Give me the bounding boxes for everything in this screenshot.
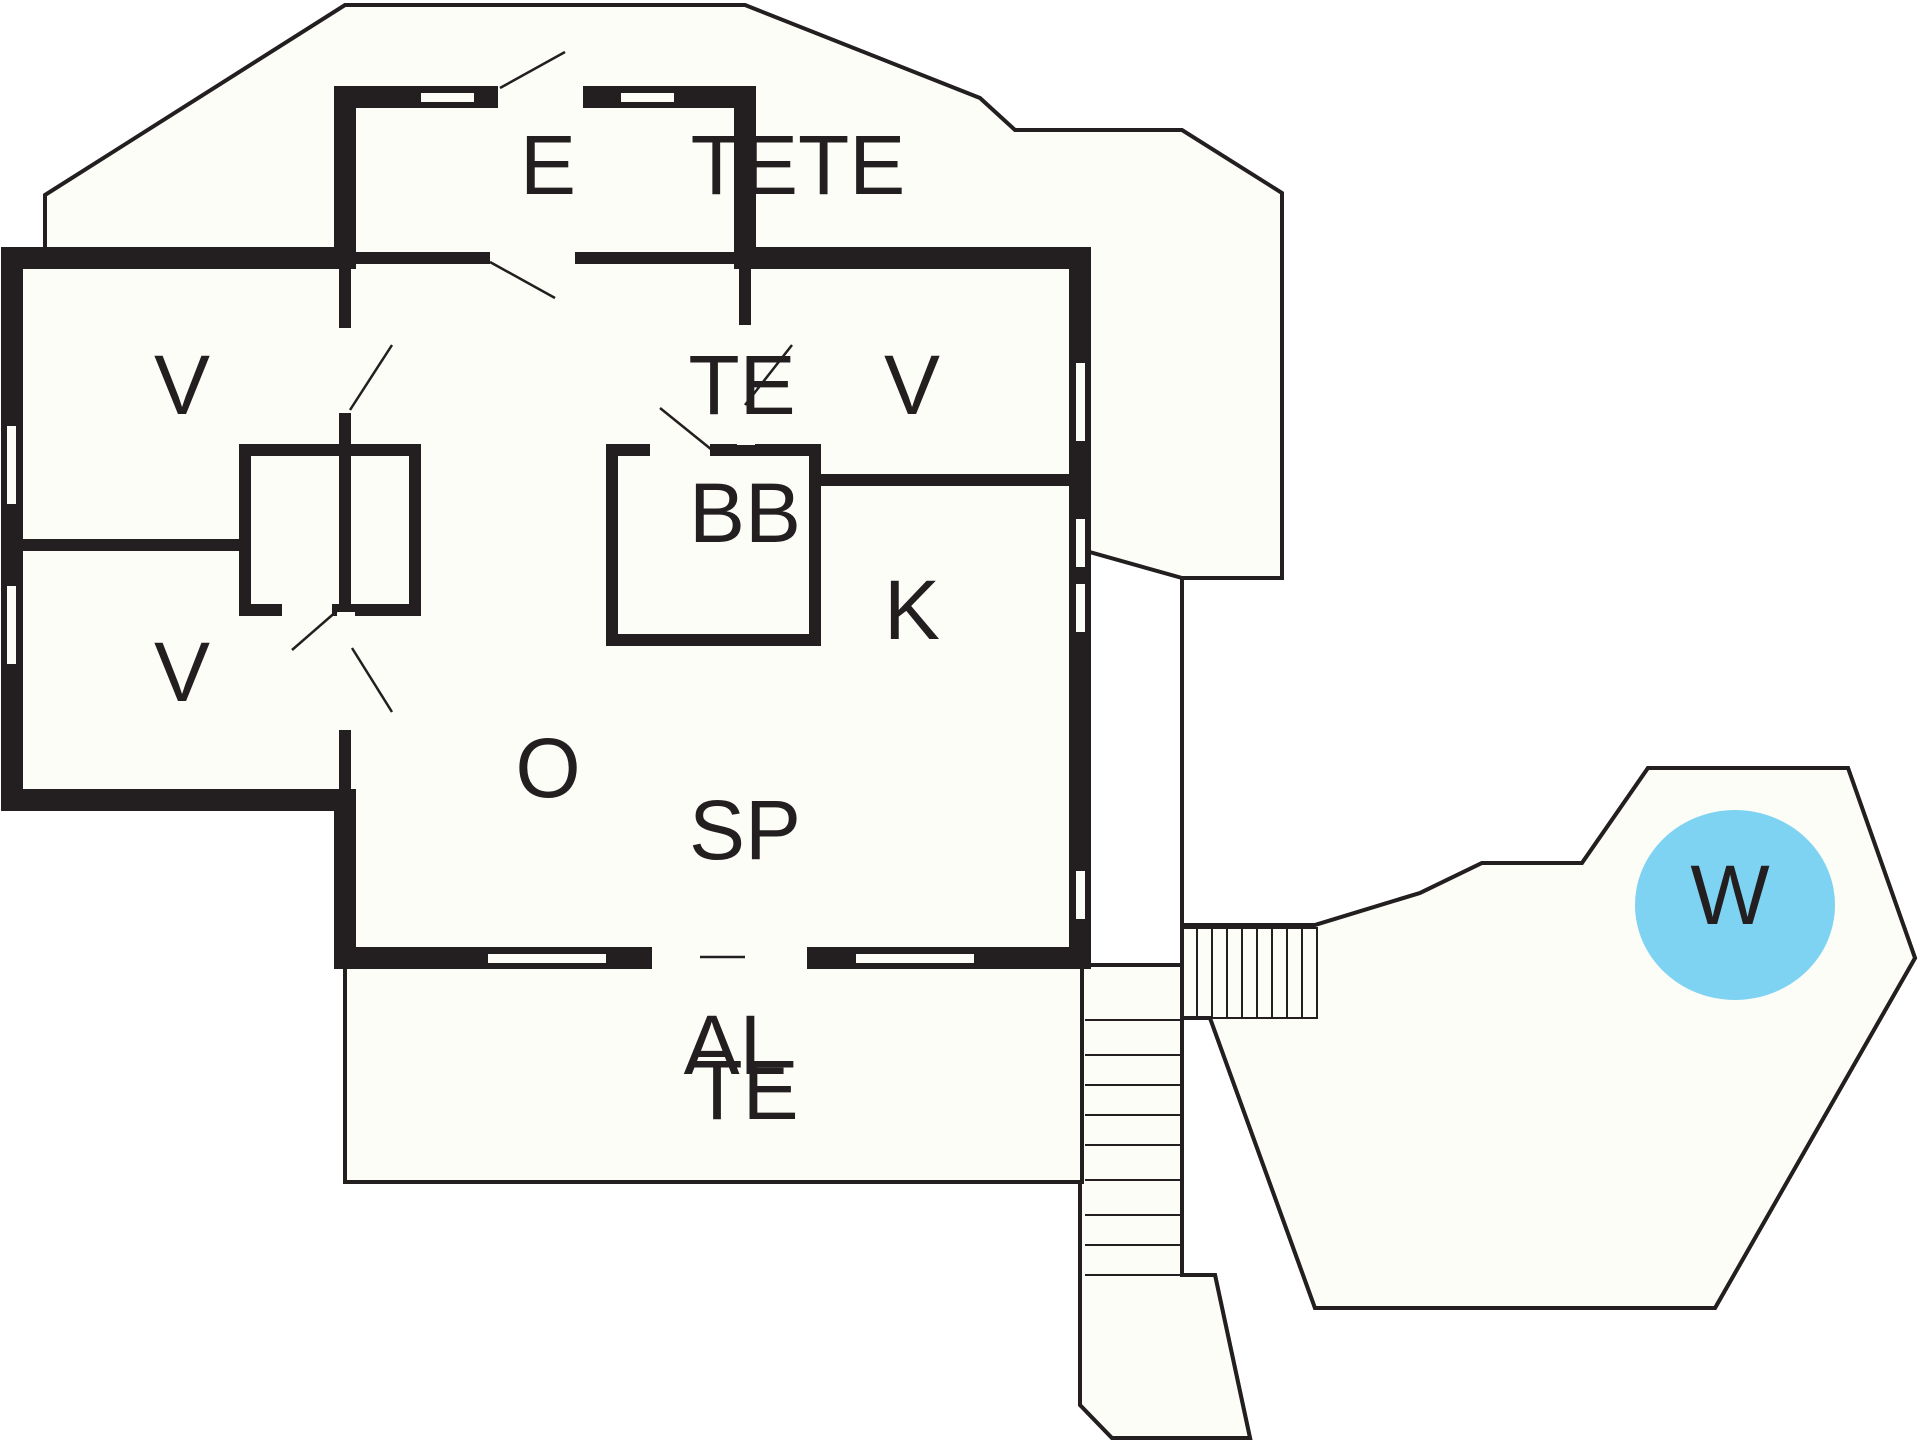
label-bedroom-left-bottom: V: [154, 625, 210, 719]
label-al: AL: [684, 998, 787, 1092]
door-swings: [291, 50, 793, 959]
door-gaps: [282, 86, 807, 970]
label-terrace-mid: TE: [688, 338, 795, 432]
whirlpool: [1635, 810, 1835, 1000]
label-bedroom-left-top: V: [154, 338, 210, 432]
label-entrance: E: [520, 118, 576, 212]
label-bathroom: BB: [689, 466, 801, 560]
label-dining: SP: [689, 783, 801, 877]
label-terrace-bottom: TE: [691, 1043, 798, 1137]
label-kitchen: K: [884, 563, 940, 657]
windows: [5, 91, 1087, 965]
label-terrace-top: TETE: [691, 118, 906, 212]
entrance-floor: [345, 95, 745, 260]
label-whirlpool: W: [1690, 848, 1769, 942]
stairs-pool: [1181, 927, 1318, 1019]
house-floor-main: [345, 258, 1082, 965]
stairs-walkway: [1085, 1019, 1180, 1276]
label-bedroom-right: V: [884, 338, 940, 432]
label-living: O: [515, 721, 580, 815]
terrace-bottom: [343, 963, 1084, 1184]
